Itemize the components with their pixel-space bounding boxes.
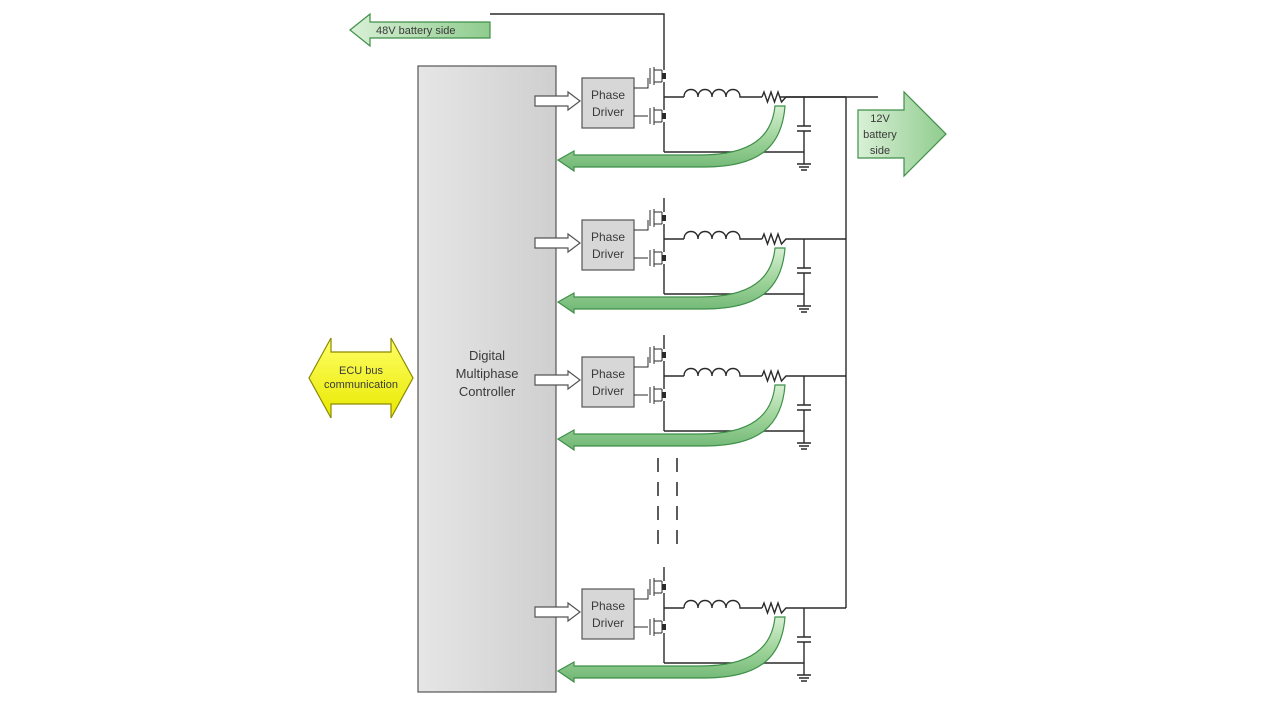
- high-side-mosfet-icon: [649, 346, 666, 364]
- phase-driver-label-1: Phase: [591, 230, 625, 244]
- current-return-arrow: [556, 384, 786, 452]
- current-return-arrow: [556, 105, 786, 173]
- inductor-icon: [683, 367, 762, 377]
- capacitor-icon: [797, 97, 811, 164]
- resistor-icon: [761, 600, 846, 616]
- high-side-mosfet-icon: [649, 67, 666, 85]
- phase-driver-label-1: Phase: [591, 88, 625, 102]
- controller-label-1: Digital: [469, 348, 505, 363]
- ecu-bus-label-1: ECU bus: [339, 365, 384, 377]
- battery-12v-label-2: battery: [863, 129, 897, 141]
- ground-icon: [797, 674, 811, 682]
- phase-driver-label-2: Driver: [592, 105, 624, 119]
- ecu-bus-label-2: communication: [324, 379, 398, 391]
- phase-driver-box: [581, 77, 635, 129]
- battery-48v-label: 48V battery side: [376, 25, 456, 37]
- ground-icon: [797, 305, 811, 313]
- high-side-mosfet-icon: [649, 578, 666, 596]
- battery-48v-arrow: 48V battery side: [349, 12, 491, 48]
- control-signal-arrow: [534, 90, 581, 112]
- ground-icon: [797, 163, 811, 171]
- current-return-arrow: [556, 247, 786, 315]
- control-signal-arrow: [534, 369, 581, 391]
- resistor-icon: [761, 89, 846, 105]
- ground-icon: [797, 442, 811, 450]
- controller-label-3: Controller: [459, 384, 516, 399]
- current-return-arrow: [556, 616, 786, 684]
- low-side-mosfet-icon: [649, 107, 666, 125]
- battery-12v-label-1: 12V: [870, 113, 890, 125]
- capacitor-icon: [797, 239, 811, 306]
- phase-driver-label-2: Driver: [592, 616, 624, 630]
- low-side-mosfet-icon: [649, 249, 666, 267]
- inductor-icon: [683, 88, 762, 98]
- phase-driver-label-2: Driver: [592, 384, 624, 398]
- high-side-mosfet-icon: [649, 209, 666, 227]
- controller-label-2: Multiphase: [456, 366, 519, 381]
- low-side-mosfet-icon: [649, 618, 666, 636]
- bus-48v-wire: [490, 13, 665, 70]
- phase-driver-label-2: Driver: [592, 247, 624, 261]
- phase-driver-label-1: Phase: [591, 599, 625, 613]
- control-signal-arrow: [534, 232, 581, 254]
- ecu-bus-arrow: ECU bus communication: [308, 337, 414, 419]
- continuation-dashes: [657, 458, 678, 552]
- control-signal-arrow: [534, 601, 581, 623]
- phase-stages: PhaseDriverPhaseDriverPhaseDriverPhaseDr…: [534, 67, 846, 684]
- capacitor-icon: [797, 376, 811, 443]
- resistor-icon: [761, 231, 846, 247]
- phase-driver-box: [581, 588, 635, 640]
- digital-multiphase-controller: Digital Multiphase Controller: [417, 65, 557, 693]
- inductor-icon: [683, 230, 762, 240]
- capacitor-icon: [797, 608, 811, 675]
- inductor-icon: [683, 599, 762, 609]
- battery-12v-arrow: 12V battery side: [857, 90, 947, 178]
- phase-driver-box: [581, 219, 635, 271]
- phase-driver-box: [581, 356, 635, 408]
- bus-12v-wire: [780, 96, 878, 608]
- resistor-icon: [761, 368, 846, 384]
- battery-12v-label-3: side: [870, 145, 890, 157]
- phase-driver-label-1: Phase: [591, 367, 625, 381]
- low-side-mosfet-icon: [649, 386, 666, 404]
